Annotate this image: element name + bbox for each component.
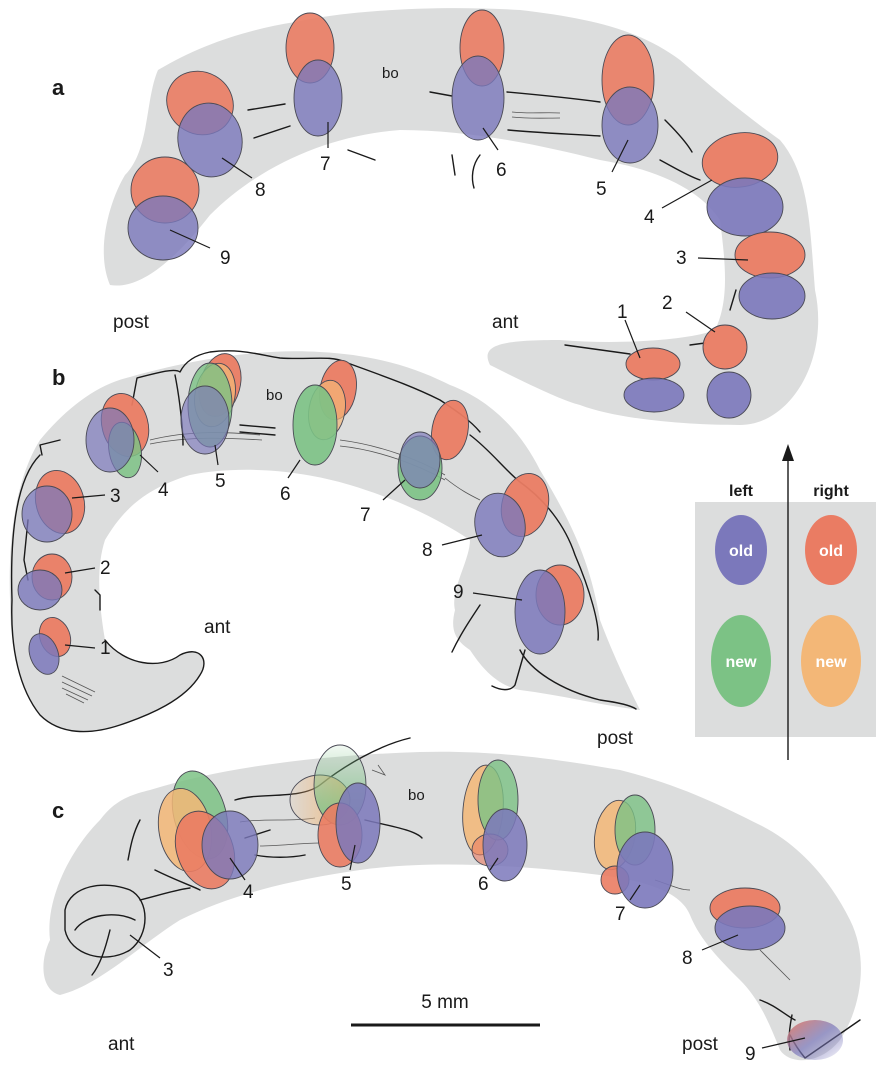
left-old-tooth-1 bbox=[624, 378, 684, 412]
left-old-tooth-4 bbox=[707, 178, 783, 236]
panel-b-label-3: 3 bbox=[110, 486, 121, 507]
panel-b-label-2: 2 bbox=[100, 558, 111, 579]
left-old-tooth-7 bbox=[617, 832, 673, 908]
panel-a-label-1: 1 bbox=[617, 302, 628, 323]
scale-bar-label: 5 mm bbox=[421, 992, 469, 1013]
panel-c-label-3: 3 bbox=[163, 960, 174, 981]
panel-c-bo: bo bbox=[408, 787, 425, 804]
left-old-tooth-8 bbox=[715, 906, 785, 950]
suture-line bbox=[452, 155, 455, 175]
left-old-tooth-9 bbox=[128, 196, 198, 260]
left-old-tooth-4 bbox=[86, 408, 134, 472]
right-old-tooth-2 bbox=[703, 325, 747, 369]
panel-c-label-9: 9 bbox=[745, 1044, 756, 1065]
left-old-tooth-6 bbox=[483, 809, 527, 881]
left-old-tooth-3 bbox=[739, 273, 805, 319]
left-old-tooth-7 bbox=[400, 432, 440, 488]
panel-c-label-6: 6 bbox=[478, 874, 489, 895]
legend-right-new-label: new bbox=[815, 654, 847, 671]
panel-b-label-6: 6 bbox=[280, 484, 291, 505]
panel-b-label-5: 5 bbox=[215, 471, 226, 492]
panel-a: a bo post ant 9 8 7 6 5 4 3 2 1 bbox=[52, 8, 818, 425]
left-old-tooth-5 bbox=[181, 386, 229, 454]
left-old-tooth-4 bbox=[202, 811, 258, 879]
left-old-tooth-3 bbox=[22, 486, 72, 542]
panel-b-post: post bbox=[597, 728, 634, 749]
legend-left-old-label: old bbox=[729, 543, 753, 560]
panel-b-label-9: 9 bbox=[453, 582, 464, 603]
left-old-tooth-7 bbox=[294, 60, 342, 136]
panel-a-label-3: 3 bbox=[676, 248, 687, 269]
panel-a-label-7: 7 bbox=[320, 154, 331, 175]
panel-a-label-6: 6 bbox=[496, 160, 507, 181]
panel-c-post: post bbox=[682, 1034, 719, 1055]
panel-a-label-8: 8 bbox=[255, 180, 266, 201]
left-old-tooth-2 bbox=[18, 570, 62, 610]
left-old-tooth-9 bbox=[515, 570, 565, 654]
panel-b-label-4: 4 bbox=[158, 480, 169, 501]
panel-b: b bo ant post 1 2 3 4 5 6 7 8 9 bbox=[10, 349, 640, 749]
panel-c: 5 mm c bo ant post 3 4 5 6 7 8 9 bbox=[43, 738, 860, 1065]
suture-line bbox=[348, 150, 375, 160]
panel-a-label-2: 2 bbox=[662, 293, 673, 314]
right-old-tooth-1 bbox=[626, 348, 680, 380]
panel-a-label-9: 9 bbox=[220, 248, 231, 269]
left-new-tooth-6 bbox=[293, 385, 337, 465]
legend-left-header: left bbox=[729, 483, 754, 500]
panel-c-letter: c bbox=[52, 798, 64, 823]
legend-arrow-head bbox=[782, 444, 794, 461]
panel-c-label-4: 4 bbox=[243, 882, 254, 903]
panel-a-ant: ant bbox=[492, 312, 519, 333]
panel-c-label-8: 8 bbox=[682, 948, 693, 969]
panel-c-label-5: 5 bbox=[341, 874, 352, 895]
panel-c-label-7: 7 bbox=[615, 904, 626, 925]
panel-b-label-7: 7 bbox=[360, 505, 371, 526]
suture-line bbox=[472, 155, 480, 188]
panel-a-bo: bo bbox=[382, 65, 399, 82]
panel-a-label-4: 4 bbox=[644, 207, 655, 228]
panel-b-bo: bo bbox=[266, 387, 283, 404]
panel-b-label-1: 1 bbox=[100, 638, 111, 659]
right-old-tooth-3 bbox=[735, 232, 805, 278]
legend-right-old-label: old bbox=[819, 543, 843, 560]
panel-a-letter: a bbox=[52, 75, 65, 100]
legend: left right old old new new bbox=[695, 444, 876, 760]
panel-b-ant: ant bbox=[204, 617, 231, 638]
panel-b-label-8: 8 bbox=[422, 540, 433, 561]
panel-a-post: post bbox=[113, 312, 150, 333]
left-old-tooth-2 bbox=[707, 372, 751, 418]
legend-left-new-label: new bbox=[725, 654, 757, 671]
left-old-tooth-6 bbox=[452, 56, 504, 140]
panel-c-ant: ant bbox=[108, 1034, 135, 1055]
panel-a-label-5: 5 bbox=[596, 179, 607, 200]
left-old-tooth-5 bbox=[336, 783, 380, 863]
panel-b-letter: b bbox=[52, 365, 65, 390]
leader-line bbox=[686, 312, 715, 332]
legend-right-header: right bbox=[813, 483, 849, 500]
left-old-tooth-5 bbox=[602, 87, 658, 163]
